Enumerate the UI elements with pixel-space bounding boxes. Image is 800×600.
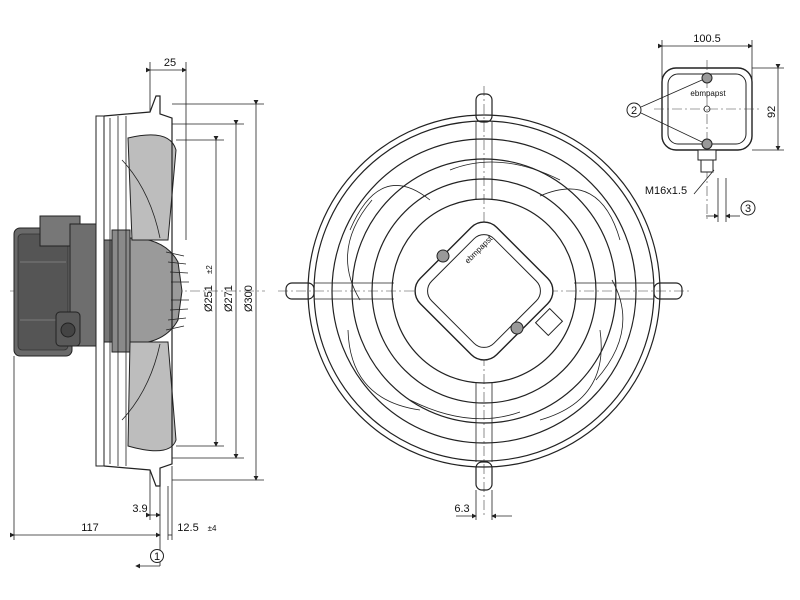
callout-3: 3 [745,203,751,215]
front-screw-icon [436,249,450,263]
dim-3-9: 3.9 [132,503,147,515]
front-motor-plate: ebmpapst [414,221,564,361]
dim-6-3: 6.3 [454,503,469,515]
terminal-screw-icon [701,138,713,150]
terminal-logo-text: ebmpapst [690,89,726,98]
side-guard [95,95,173,487]
side-blades [121,134,177,452]
terminal-dim-height: 92 [766,106,778,118]
terminal-screw-icon [701,72,713,84]
front-guard-rings [307,114,661,468]
side-terminal-box [13,215,97,357]
callout-1: 1 [154,551,160,563]
dim-hub-depth: 25 [164,57,176,69]
terminal-dim-width: 100.5 [693,33,721,45]
dim-300: Ø300 [243,285,255,312]
dim-251: Ø251 [203,285,215,312]
dim-251-tol: ±2 [205,265,214,274]
front-blade-outlines [347,161,624,421]
callout-3-circle [740,200,756,216]
front-mounting-feet [285,93,683,491]
dim-12-5-tol: ±4 [208,524,217,533]
front-screw-icon [510,321,524,335]
side-view: 25 Ø251 ±2 Ø271 Ø300 3.9 117 12.5 ±4 [10,57,265,569]
front-view: ebmpapst 6.3 [278,86,690,520]
thread-label: M16x1.5 [645,185,687,197]
callout-1-circle [150,549,164,563]
callout-2-circle [626,102,642,118]
dim-271: Ø271 [223,285,235,312]
terminal-box-detail: 100.5 92 ebmpapst 2 M16x1.5 3 [626,33,784,222]
dim-12-5: 12.5 [177,522,198,534]
dim-117: 117 [81,522,99,534]
callout-2: 2 [631,105,637,117]
